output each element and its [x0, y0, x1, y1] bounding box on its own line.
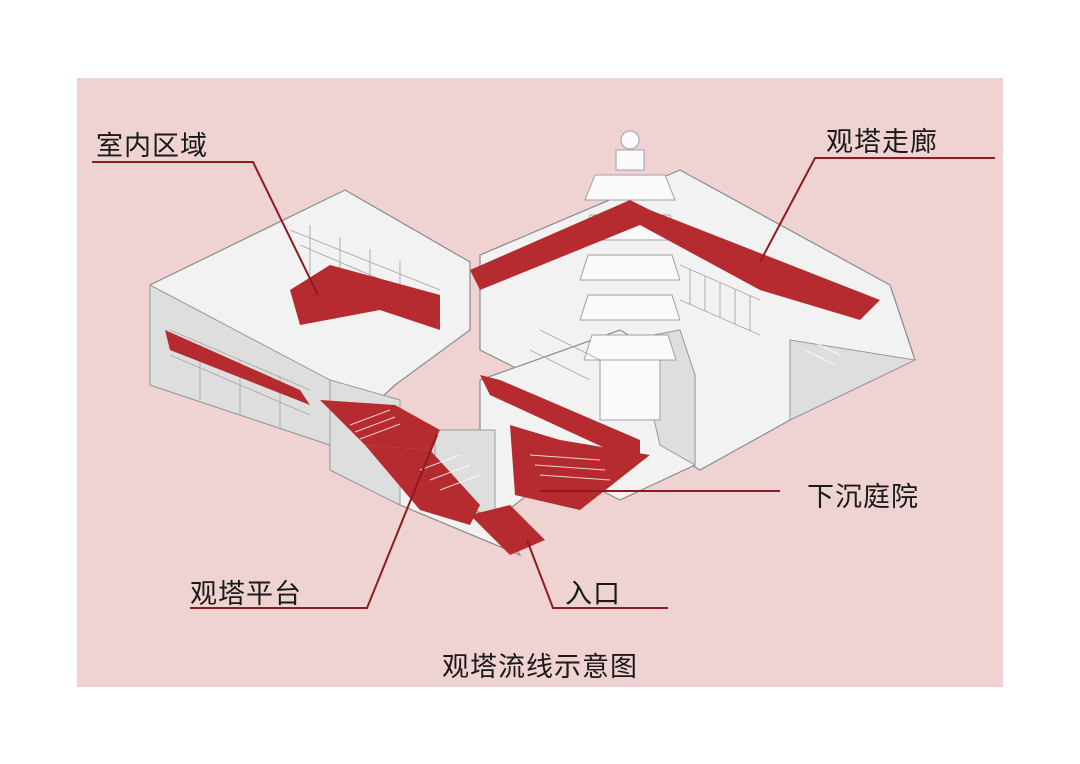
leader-corridor [759, 157, 995, 263]
label-sunken-courtyard: 下沉庭院 [807, 482, 919, 513]
route-indoor-upper [290, 265, 440, 330]
route-stair-front [365, 445, 480, 525]
diagram-caption: 观塔流线示意图 [442, 652, 638, 683]
circulation-route [165, 200, 880, 555]
label-entrance: 入口 [565, 579, 621, 610]
route-corridor [470, 200, 880, 320]
leader-entrance [526, 539, 668, 609]
label-indoor-area: 室内区域 [96, 131, 208, 162]
leader-indoor [92, 161, 319, 296]
route-courtyard-stair [510, 425, 650, 510]
label-tower-corridor: 观塔走廊 [826, 127, 938, 158]
route-platform [320, 400, 440, 450]
route-indoor-lower [165, 330, 310, 405]
leader-lines [92, 157, 995, 609]
label-tower-platform: 观塔平台 [190, 579, 302, 610]
leader-platform [190, 434, 438, 609]
route-bridge [480, 375, 640, 460]
route-entrance [470, 505, 545, 555]
stair-hatching [349, 339, 841, 491]
